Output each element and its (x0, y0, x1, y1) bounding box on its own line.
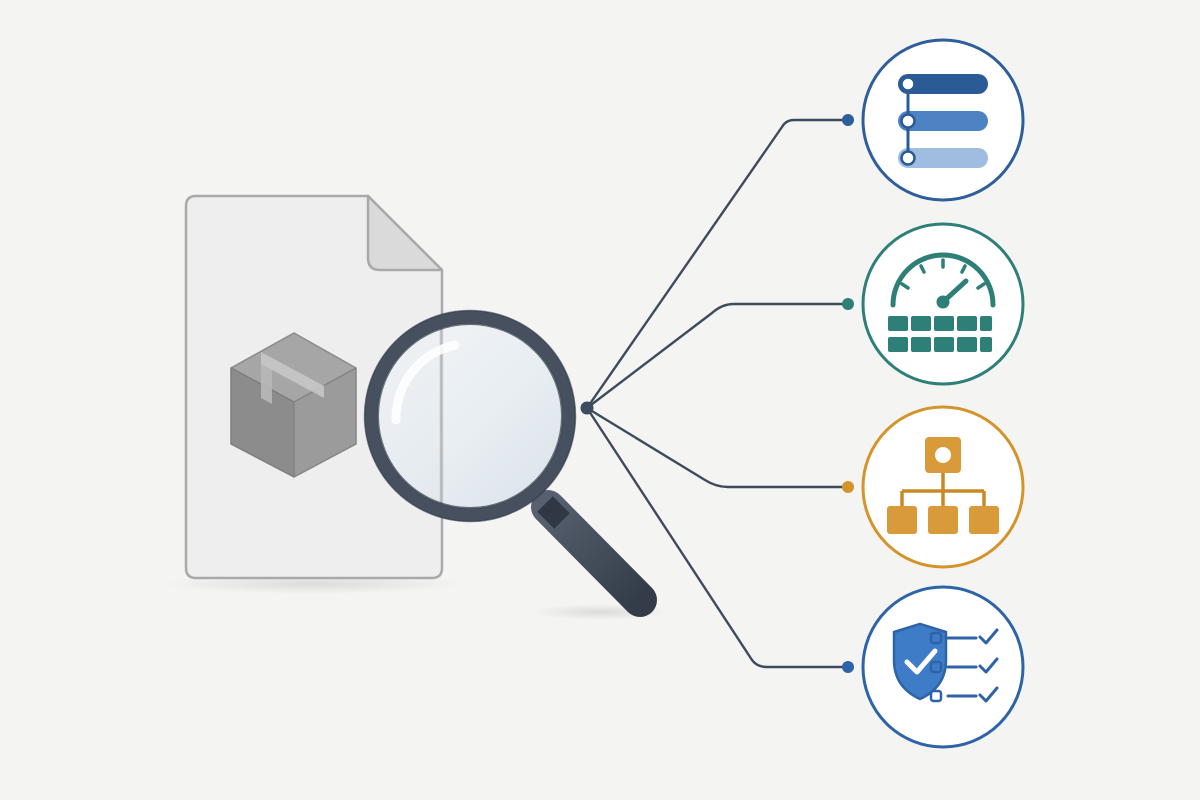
hierarchy-icon (887, 437, 999, 534)
branch-node-layered-list (842, 38, 1025, 202)
connector-line-3 (585, 406, 850, 489)
connector-line-4 (585, 406, 850, 669)
branch-node-gauge-grid (842, 222, 1025, 386)
connector-lines (585, 118, 850, 669)
document-package-icon (163, 194, 463, 594)
security-checklist-icon (892, 622, 999, 703)
document-fold (366, 194, 444, 272)
connector-line-1 (585, 118, 850, 410)
connector-line-2 (585, 302, 850, 410)
gauge-grid-icon (888, 252, 996, 352)
magnifying-glass-icon (363, 309, 670, 620)
magnifier-lens (374, 320, 566, 512)
package-box-icon (230, 332, 357, 478)
branch-node-hierarchy (842, 405, 1025, 569)
magnifier-frame (364, 310, 576, 522)
hub-node (580, 401, 594, 415)
branch-node-security-checklist (842, 585, 1025, 749)
layered-list-icon (898, 74, 988, 168)
